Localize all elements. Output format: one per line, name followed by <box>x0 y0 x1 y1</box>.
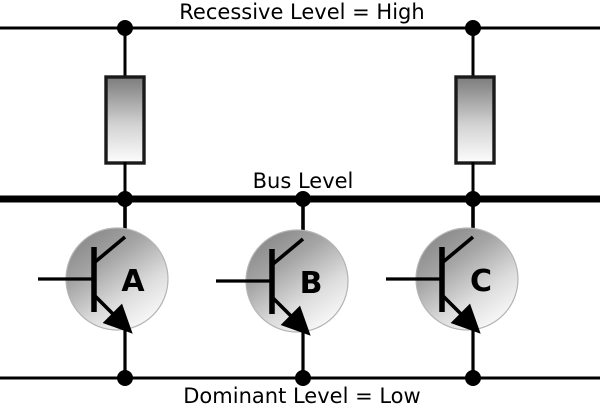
node-bottom-b <box>295 370 311 386</box>
transistor-a-emitter-leg <box>93 294 133 334</box>
dominant-rail-label: Dominant Level = Low <box>183 384 420 408</box>
node-top-c <box>465 20 481 36</box>
transistor-b-emitter-leg <box>271 296 311 336</box>
transistor-c-label: C <box>470 264 492 299</box>
branch-b: B <box>216 199 349 378</box>
resistor-a <box>104 75 146 165</box>
resistor-c <box>454 75 496 165</box>
node-bus-a <box>117 191 133 207</box>
transistor-a-label: A <box>121 264 145 299</box>
transistor-b-collector-leg <box>271 237 305 266</box>
node-bottom-a <box>117 370 133 386</box>
transistor-b-label: B <box>300 266 323 301</box>
junction-nodes <box>117 20 481 386</box>
recessive-rail-label: Recessive Level = High <box>179 0 424 24</box>
transistor-c-collector-leg <box>441 235 475 264</box>
branch-c: C <box>386 28 519 378</box>
transistor-c-emitter-leg <box>441 294 481 334</box>
bus-rail-label: Bus Level <box>253 169 354 193</box>
transistor-a-collector-leg <box>93 235 127 264</box>
node-bottom-c <box>465 370 481 386</box>
node-top-a <box>117 20 133 36</box>
node-bus-b <box>295 191 311 207</box>
branch-a: A <box>38 28 169 378</box>
node-bus-c <box>465 191 481 207</box>
recessive-rail-group: Recessive Level = High <box>0 0 600 30</box>
